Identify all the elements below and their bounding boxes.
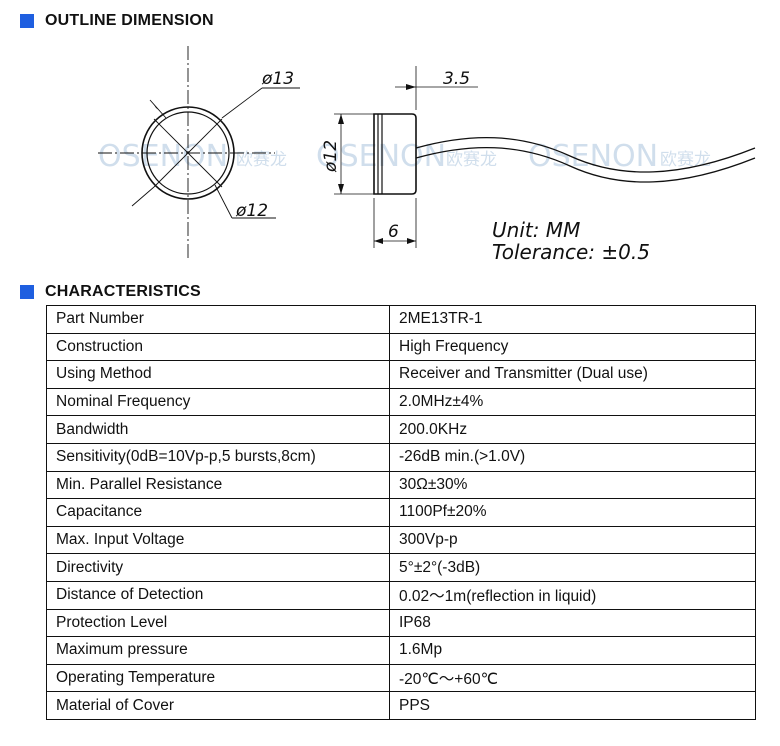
characteristic-label: Distance of Detection xyxy=(46,580,390,610)
characteristic-label: Bandwidth xyxy=(46,415,390,444)
body-dim-arrow-left xyxy=(374,238,383,244)
characteristic-label: Min. Parallel Resistance xyxy=(46,470,390,500)
characteristic-label: Construction xyxy=(46,332,390,362)
body-dim-arrow-right xyxy=(407,238,416,244)
outer-diameter-label: ø13 xyxy=(261,69,294,89)
blue-square-bullet-icon xyxy=(20,14,34,28)
watermark-text-2: OSENON xyxy=(316,139,446,174)
watermark-text-1: OSENON xyxy=(98,139,228,174)
outer-dim-leader-b xyxy=(221,87,263,119)
characteristic-label: Material of Cover xyxy=(46,691,390,720)
watermark-cn-3: 欧赛龙 xyxy=(660,149,711,170)
front-outer-circle xyxy=(141,106,235,200)
characteristic-value: PPS xyxy=(389,691,756,720)
characteristic-value: 2.0MHz±4% xyxy=(389,387,756,417)
characteristic-label: Protection Level xyxy=(46,608,390,638)
characteristic-label: Nominal Frequency xyxy=(46,387,390,417)
front-diag-line-2 xyxy=(153,118,223,188)
characteristic-value: 30Ω±30% xyxy=(389,470,756,500)
characteristic-label: Operating Temperature xyxy=(46,663,390,693)
table-row: Sensitivity(0dB=10Vp-p,5 bursts,8cm)-26d… xyxy=(46,442,756,472)
characteristic-label: Part Number xyxy=(46,305,390,334)
outline-dimension-heading: OUTLINE DIMENSION xyxy=(20,12,214,30)
outline-drawing-svg: OSENON 欧赛龙 OSENON 欧赛龙 OSENON 欧赛龙 ø13 ø12 xyxy=(98,46,756,264)
outline-dimension-title: OUTLINE DIMENSION xyxy=(45,12,214,29)
characteristic-value: IP68 xyxy=(389,608,756,638)
characteristic-value: 300Vp-p xyxy=(389,525,756,555)
side-body xyxy=(373,113,417,195)
outer-dim-arrow xyxy=(152,102,160,111)
side-view xyxy=(334,66,756,248)
characteristic-value: Receiver and Transmitter (Dual use) xyxy=(389,360,756,389)
characteristic-label: Sensitivity(0dB=10Vp-p,5 bursts,8cm) xyxy=(46,442,390,472)
characteristic-value: 1100Pf±20% xyxy=(389,498,756,527)
characteristic-value: 5°±2°(-3dB) xyxy=(389,553,756,582)
characteristic-label: Using Method xyxy=(46,360,390,389)
side-dim-arrow-top xyxy=(338,114,344,124)
tolerance-label: Tolerance: ±0.5 xyxy=(492,240,650,264)
watermark-cn-1: 欧赛龙 xyxy=(236,149,287,170)
watermark-cn-2: 欧赛龙 xyxy=(446,149,497,170)
blue-square-bullet-icon xyxy=(20,285,34,299)
cable-line-1 xyxy=(415,136,756,173)
characteristic-value: 0.02～1m(reflection in liquid) xyxy=(389,580,756,610)
watermark-text-3: OSENON xyxy=(528,139,658,174)
cap-width-label: 3.5 xyxy=(443,69,470,89)
characteristic-label: Capacitance xyxy=(46,498,390,527)
cap-dim-arrow xyxy=(406,84,416,90)
cable-line-2 xyxy=(415,146,756,183)
characteristic-label: Max. Input Voltage xyxy=(46,525,390,555)
side-dim-arrow-bottom xyxy=(338,184,344,194)
side-diameter-label: ø12 xyxy=(321,140,341,173)
characteristic-value: 2ME13TR-1 xyxy=(389,305,756,334)
characteristic-label: Maximum pressure xyxy=(46,636,390,665)
front-inner-circle xyxy=(146,111,230,195)
inner-dim-leader-b xyxy=(214,184,233,219)
characteristic-value: -20℃～+60℃ xyxy=(389,663,756,693)
dim-arrows xyxy=(152,84,416,244)
characteristic-value: 1.6Mp xyxy=(389,636,756,665)
characteristic-value: High Frequency xyxy=(389,332,756,362)
inner-dim-leader-a xyxy=(131,186,155,207)
unit-label: Unit: MM xyxy=(492,218,580,242)
characteristics-heading: CHARACTERISTICS xyxy=(20,283,201,301)
body-length-label: 6 xyxy=(388,222,399,242)
characteristic-value: 200.0KHz xyxy=(389,415,756,444)
characteristic-label: Directivity xyxy=(46,553,390,582)
characteristic-value: -26dB min.(>1.0V) xyxy=(389,442,756,472)
inner-diameter-label: ø12 xyxy=(235,201,268,221)
table-row: Operating Temperature-20℃～+60℃ xyxy=(46,663,756,693)
outline-drawing: OSENON 欧赛龙 OSENON 欧赛龙 OSENON 欧赛龙 ø13 ø12 xyxy=(0,38,780,270)
characteristics-title: CHARACTERISTICS xyxy=(45,283,201,300)
front-view xyxy=(98,46,300,258)
